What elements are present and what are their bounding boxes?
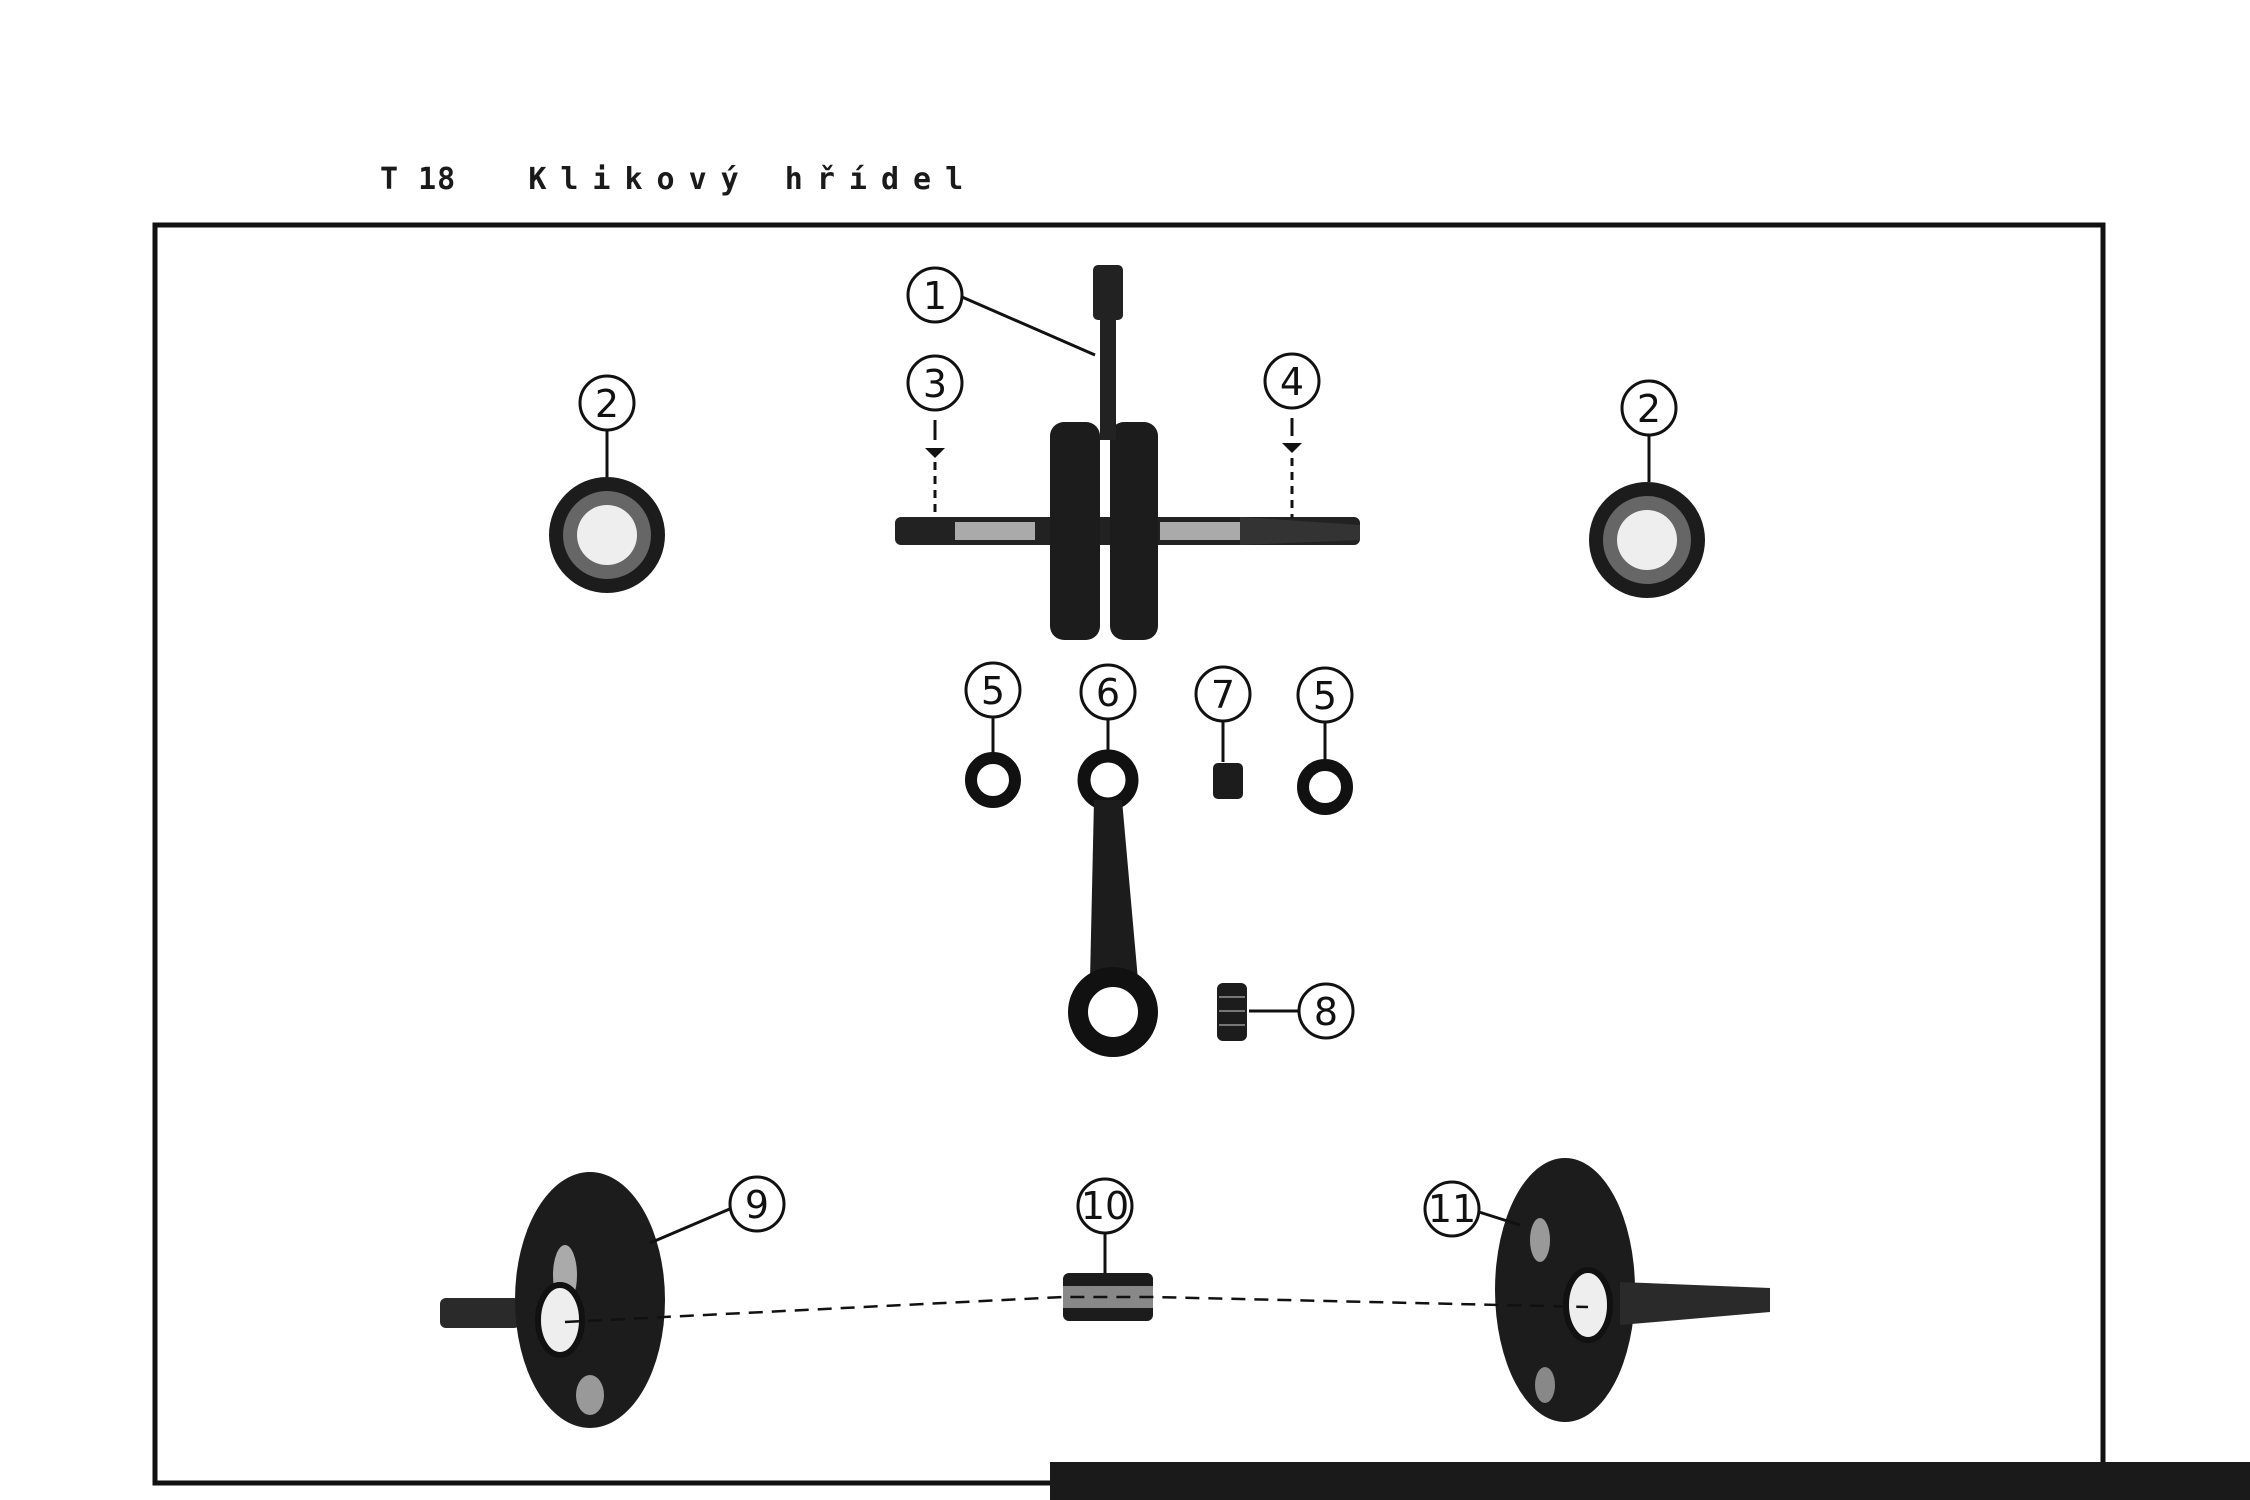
callout-1: 1 [906,266,964,324]
ball-bearing-left [549,477,665,593]
svg-text:5: 5 [981,669,1005,713]
svg-text:7: 7 [1211,673,1235,717]
right-crank-half [1495,1158,1770,1422]
callout-9: 9 [728,1175,786,1233]
svg-text:10: 10 [1081,1184,1129,1228]
svg-text:8: 8 [1314,990,1338,1034]
big-end-needle-bearing [1217,983,1247,1041]
svg-text:3: 3 [923,362,947,406]
left-crank-half [440,1172,665,1428]
svg-text:2: 2 [595,382,619,426]
svg-text:6: 6 [1096,671,1120,715]
svg-text:2: 2 [1637,387,1661,431]
leader-lines [605,295,1651,1273]
callout-5-right: 5 [1296,666,1354,724]
callout-2-left: 2 [578,374,636,432]
small-end-bushing [1213,763,1243,799]
assembly-guide-line [564,1295,1589,1324]
crank-pin [1063,1273,1153,1321]
svg-text:5: 5 [1313,674,1337,718]
woodruff-key-left [925,420,945,518]
thrust-washer-left [965,752,1021,808]
woodruff-key-right [1282,418,1302,518]
svg-text:4: 4 [1280,360,1304,404]
ball-bearing-right [1589,482,1705,598]
svg-text:11: 11 [1428,1187,1476,1231]
thrust-washer-right [1297,759,1353,815]
callout-11: 11 [1423,1180,1481,1238]
callout-7: 7 [1194,665,1252,723]
callout-10: 10 [1076,1177,1134,1235]
figure-title: Klikový hřídel [528,162,978,197]
page-header: T 18 Klikový hřídel [380,162,977,197]
connecting-rod [1068,749,1158,1057]
svg-text:9: 9 [745,1183,769,1227]
callout-5-left: 5 [964,661,1022,719]
figure-code: T 18 [380,162,457,197]
crankshaft-assembly [895,265,1360,640]
page-edge-shadow [1050,1462,2250,1500]
callout-8: 8 [1297,982,1355,1040]
svg-text:1: 1 [923,274,947,318]
callout-2-right: 2 [1620,379,1678,437]
callout-6: 6 [1079,663,1137,721]
callout-3: 3 [906,354,964,412]
callout-4: 4 [1263,352,1321,410]
